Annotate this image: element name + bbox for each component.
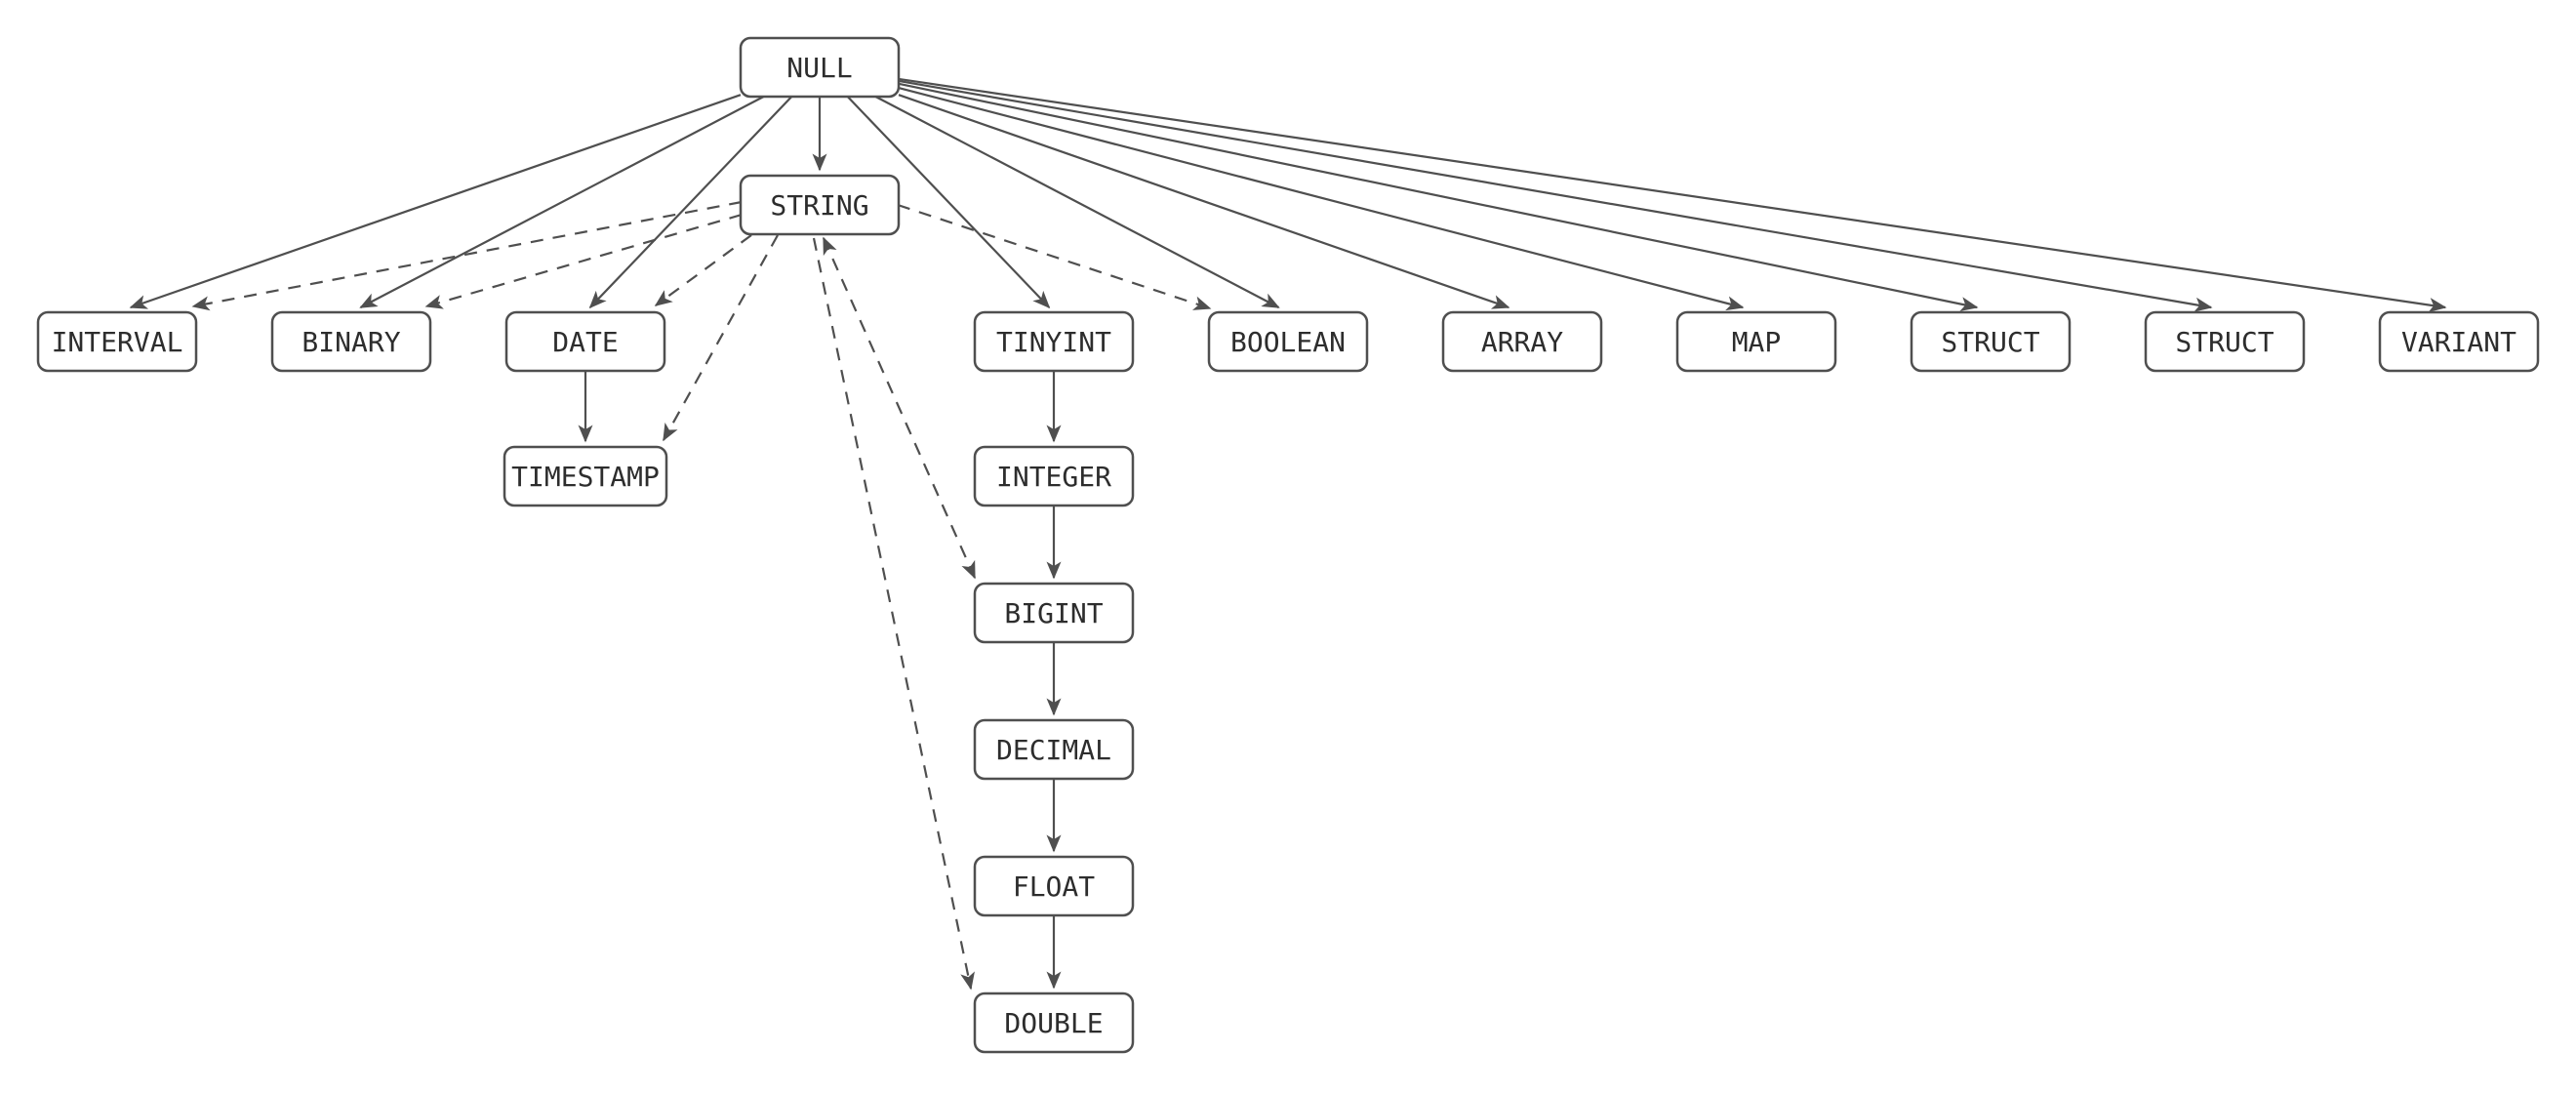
node-struct1-box [1910,310,2072,373]
node-struct2-label: STRUCT [2175,326,2274,358]
node-string: STRING [739,174,901,236]
node-double-box [973,992,1135,1054]
node-integer: INTEGER [973,445,1135,507]
node-bigint-label: BIGINT [1004,597,1103,629]
node-struct2: STRUCT [2144,310,2306,373]
node-interval-box [36,310,198,373]
node-date-label: DATE [552,326,618,358]
node-binary-box [270,310,432,373]
edge-null-date [588,96,793,309]
node-variant-box [2378,310,2540,373]
node-array: ARRAY [1441,310,1603,373]
node-bigint-box [973,582,1135,644]
edge-null-struct1 [898,82,1979,311]
edge-null-boolean [874,96,1280,308]
node-timestamp-box [503,445,668,507]
node-struct1-label: STRUCT [1941,326,2039,358]
node-struct2-box [2144,310,2306,373]
node-null: NULL [739,36,901,99]
node-interval-label: INTERVAL [52,326,183,358]
node-double: DOUBLE [973,992,1135,1054]
edge-string-bigint [822,236,977,580]
node-integer-box [973,445,1135,507]
edge-string-binary [424,213,743,309]
node-variant: VARIANT [2378,310,2540,373]
node-date-box [504,310,666,373]
node-binary: BINARY [270,310,432,373]
node-array-label: ARRAY [1481,326,1563,358]
edge-null-struct2 [898,79,2213,312]
node-tinyint-box [973,310,1135,373]
node-decimal-box [973,718,1135,781]
node-interval: INTERVAL [36,310,198,373]
node-struct1: STRUCT [1910,310,2072,373]
node-decimal-label: DECIMAL [996,734,1111,766]
node-tinyint-label: TINYINT [996,326,1111,358]
node-float-box [973,855,1135,917]
node-binary-label: BINARY [302,326,400,358]
node-boolean: BOOLEAN [1207,310,1369,373]
edge-string-double [812,237,975,991]
edge-null-binary [359,96,765,308]
node-bigint: BIGINT [973,582,1135,644]
edge-null-interval [129,94,742,309]
edge-string-date [654,234,752,306]
node-date: DATE [504,310,666,373]
node-timestamp-label: TIMESTAMP [511,461,660,493]
node-double-label: DOUBLE [1004,1007,1103,1039]
edge-string-interval [191,200,743,311]
node-array-box [1441,310,1603,373]
node-map-label: MAP [1732,326,1782,358]
node-float: FLOAT [973,855,1135,917]
node-integer-label: INTEGER [996,461,1111,493]
edge-null-tinyint [846,96,1051,309]
node-map: MAP [1675,310,1837,373]
edge-null-array [898,94,1510,309]
nodes-layer: NULL STRING INTERVAL BINARY DATE TINYINT BOOLE… [36,36,2540,1054]
edge-string-boolean [897,203,1212,310]
node-string-box [739,174,901,236]
edge-null-variant [898,77,2447,313]
edges-layer [129,77,2447,991]
node-boolean-box [1207,310,1369,373]
node-boolean-label: BOOLEAN [1230,326,1346,358]
node-map-box [1675,310,1837,373]
node-tinyint: TINYINT [973,310,1135,373]
node-float-label: FLOAT [1013,870,1095,903]
node-timestamp: TIMESTAMP [503,445,668,507]
node-variant-label: VARIANT [2401,326,2516,358]
node-decimal: DECIMAL [973,718,1135,781]
node-null-label: NULL [786,52,852,84]
node-string-label: STRING [770,189,868,222]
edge-string-timestamp [663,234,779,442]
node-null-box [739,36,901,99]
edge-null-map [898,86,1745,311]
